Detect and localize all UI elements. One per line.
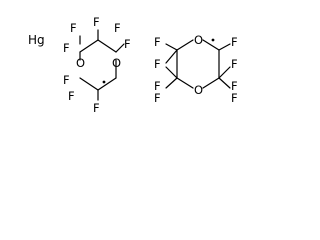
atom-label-f: F xyxy=(70,21,77,35)
structure-canvas: Hg F F F F F O O F F F xyxy=(0,0,270,138)
atom-label-f: F xyxy=(63,73,70,87)
atom-label-f: F xyxy=(93,15,100,29)
bond-r-c4-f-b xyxy=(218,77,231,89)
molecule-left: F F F F F O O F F F xyxy=(63,15,131,115)
bond-r-c2-o xyxy=(176,39,194,51)
atom-label-f: F xyxy=(154,35,161,49)
atom-label-f: F xyxy=(231,91,238,105)
atom-label-f: F xyxy=(231,35,238,49)
atom-label-f: F xyxy=(231,57,238,71)
atom-label-f: F xyxy=(114,21,121,35)
bond-r-o-c1 xyxy=(202,39,220,51)
bond-r-c3-f-b xyxy=(165,77,178,89)
bond-r-c3-f-a xyxy=(165,66,178,79)
atom-label-o: O xyxy=(76,56,85,70)
atom-label-f: F xyxy=(154,91,161,105)
atom-label-f: F xyxy=(63,41,70,55)
bond-l-c3-c4 xyxy=(97,77,117,91)
atom-label-f: F xyxy=(68,89,75,103)
atom-label-o: O xyxy=(194,33,203,47)
radical-dot xyxy=(102,80,106,84)
bond-r-o-c3 xyxy=(176,77,194,89)
bond-l-c2-f xyxy=(115,43,125,53)
atom-label-f: F xyxy=(231,79,238,93)
atom-label-f: F xyxy=(93,101,100,115)
atom-label-f: F xyxy=(124,37,131,51)
bond-r-c2-f-a xyxy=(165,43,178,51)
bond-l-c2-c1 xyxy=(79,39,99,53)
chemical-structure-diagram: Hg F F F F F O O F F F xyxy=(28,15,238,115)
atom-label-o: O xyxy=(194,83,203,97)
mercury-atom-label: Hg xyxy=(28,33,45,47)
atom-label-f: F xyxy=(154,79,161,93)
atom-label-f: F xyxy=(154,57,161,71)
bond-r-c2-f-b xyxy=(165,49,178,64)
molecule-right: O O F F F F F F F F xyxy=(154,33,238,105)
radical-dot xyxy=(211,38,215,42)
bond-r-c4-f-a xyxy=(218,66,231,79)
bond-l-c4-o xyxy=(79,77,99,91)
atom-label-o: O xyxy=(112,56,121,70)
bond-l-c2-o xyxy=(97,39,117,53)
bond-r-c1-f xyxy=(218,43,231,51)
bond-r-c4-o xyxy=(202,77,220,89)
